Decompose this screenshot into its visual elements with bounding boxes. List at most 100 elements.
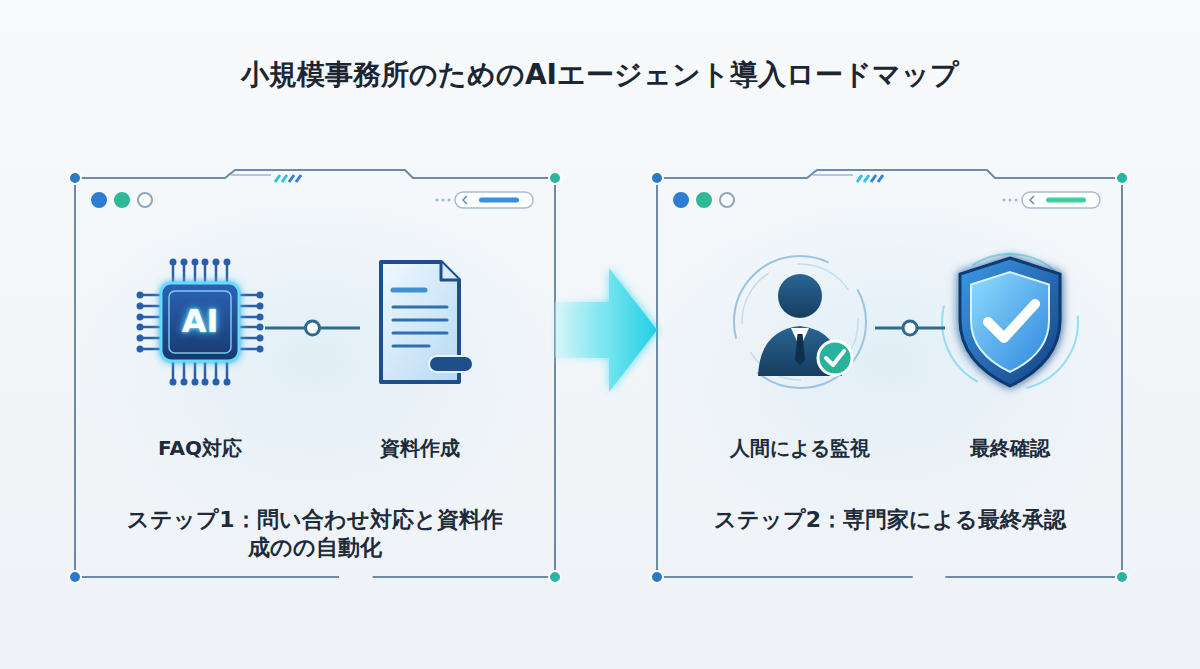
chip-pin-end [170,259,177,266]
chip-pin-end [257,346,264,353]
chip-label: AI [160,301,240,343]
chip-pin-end [257,335,264,342]
chip-pin-end [137,314,144,321]
chip-pin-end [170,379,177,386]
window-dot [138,193,152,207]
chip-pin-end [181,379,188,386]
chip-pin-end [213,379,220,386]
dot [448,199,451,202]
window-dot [697,193,711,207]
halo-arc [734,256,866,388]
chevron [463,196,467,204]
window-dot [92,193,106,207]
shield-outer [960,258,1060,386]
chip-pin-end [137,324,144,331]
icon-node: FAQ対応 [135,250,265,465]
shield-inner [971,272,1049,372]
frame-stripe [275,175,280,182]
document-line [393,345,429,348]
chip-pin-end [137,346,144,353]
chip-pin-end [257,303,264,310]
check-mark [988,304,1035,338]
corner-dot [549,571,561,583]
frame-line [657,178,1122,577]
doc-icon [360,250,480,400]
check-mark [826,351,844,365]
frame-stripe [878,175,883,182]
document-fold [441,262,459,280]
dot [442,199,445,202]
address-pill [455,192,533,208]
person-tie [795,334,805,366]
document-line [393,306,447,309]
icon-label: 資料作成 [360,435,480,461]
halo-arc [742,264,858,380]
corner-dot [549,172,561,184]
connector-dot [903,321,917,335]
document-line [393,288,425,293]
chip-pin-end [202,379,209,386]
document-line [393,319,447,322]
chevron [1030,196,1034,204]
frame-line [657,170,1122,178]
frame-line [75,170,555,178]
corner-dot [69,172,81,184]
chip-pin-end [181,259,188,266]
address-bar [1046,198,1086,203]
chip-pin-end [257,314,264,321]
icon-label: 最終確認 [945,435,1075,461]
document-tag [429,356,473,372]
step-caption: ステップ2：専門家による最終承認 [695,506,1085,534]
chip-pin-end [137,303,144,310]
chip-pin-end [224,259,231,266]
shield-icon [945,250,1075,400]
frame-accent [231,174,271,176]
window-dot [674,193,688,207]
frame-stripe [296,175,301,182]
window-dot [115,193,129,207]
dot [1015,199,1018,202]
chip-pin-end [257,292,264,299]
chip-pin-end [137,292,144,299]
frame-stripe [864,175,869,182]
connector-dot [306,321,320,335]
frame-stripe [289,175,294,182]
frame-accent [813,174,853,176]
corner-dot [1116,172,1128,184]
diagram-title: 小規模事務所のためのAIエージェント導入ロードマップ [0,56,1200,94]
frame-stripe [857,175,862,182]
window-dot [720,193,734,207]
check-badge [818,341,852,375]
step-panel: ステップ2：専門家による最終承認 人間による監視最終確認 [657,178,1122,577]
dot [1003,199,1006,202]
document-line [393,332,447,335]
frame-stripe [282,175,287,182]
corner-dot [69,571,81,583]
corner-dot [651,172,663,184]
address-pill [1022,192,1100,208]
icon-node: 最終確認 [945,250,1075,465]
halo-arc [942,254,1078,390]
chip-pin-end [213,259,220,266]
chip-pin-end [192,379,199,386]
step-caption: ステップ1：問い合わせ対応と資料作 成のの自動化 [120,506,510,562]
frame-stripe [871,175,876,182]
chip-body [161,283,239,361]
icon-node: 資料作成 [360,250,480,465]
chip-pin-end [137,335,144,342]
corner-dot [651,571,663,583]
chip-pin-end [224,379,231,386]
chip-pin-end [257,324,264,331]
person-head [778,274,822,318]
person-icon [725,250,875,400]
icon-label: FAQ対応 [135,435,265,461]
step-panel: ステップ1：問い合わせ対応と資料作 成のの自動化 FAQ対応 資料作成 [75,178,555,577]
corner-dot [1116,571,1128,583]
chip-pin-end [192,259,199,266]
connector-line [265,327,360,330]
frame-line [75,178,555,577]
address-bar [479,198,519,203]
icon-node: 人間による監視 [725,250,875,465]
